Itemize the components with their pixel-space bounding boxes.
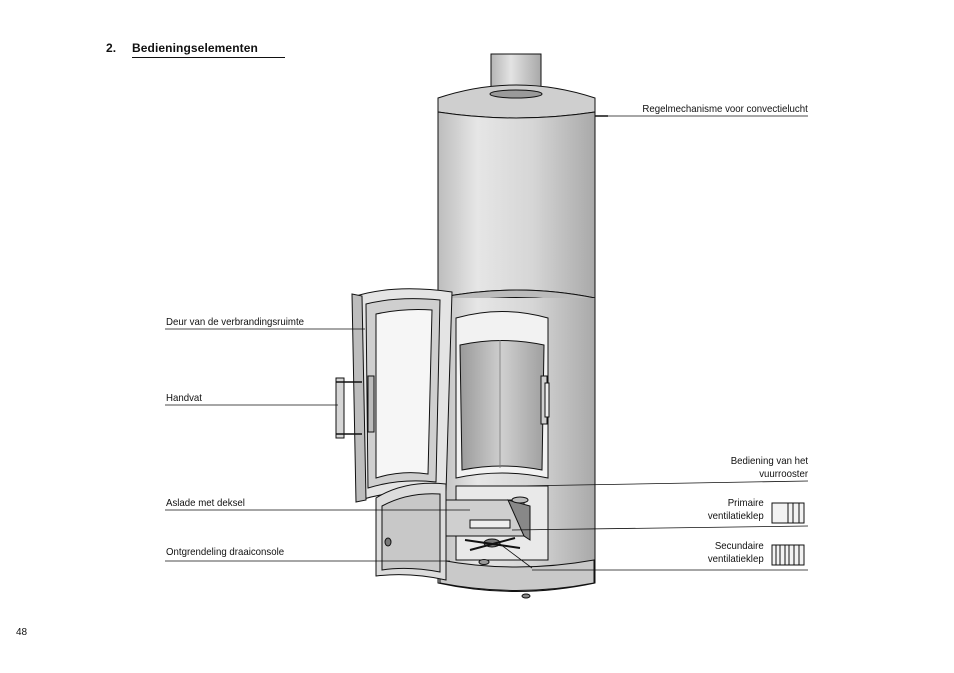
heading-underline <box>132 57 285 58</box>
stove-body <box>437 53 608 599</box>
label-release: Ontgrendeling draaiconsole <box>166 546 285 558</box>
label-handle: Handvat <box>166 392 202 404</box>
label-grate-line1: Bediening van het <box>730 455 808 467</box>
label-grate-control: Bediening van het vuurrooster <box>731 455 808 481</box>
secondary-valve-symbol <box>771 544 805 566</box>
page-number: 48 <box>16 627 28 638</box>
label-primary-line1: Primaire <box>728 497 764 509</box>
label-grate-line2: vuurrooster <box>759 468 808 480</box>
label-ash-drawer: Aslade met deksel <box>166 497 245 509</box>
label-secondary-line1: Secundaire <box>715 540 764 552</box>
label-secondary-line2: ventilatieklep <box>708 553 764 565</box>
door-glass <box>375 309 433 479</box>
door-handle <box>335 377 345 439</box>
base <box>439 559 595 591</box>
label-secondary-valve: Secundaire ventilatieklep <box>708 540 764 566</box>
leader-lines <box>165 115 809 571</box>
upper-cylinder <box>437 111 596 299</box>
label-primary-valve: Primaire ventilatieklep <box>708 497 764 523</box>
open-door <box>335 288 453 581</box>
label-combustion-door: Deur van de verbrandingsruimte <box>166 316 304 328</box>
primary-valve-symbol <box>771 502 805 524</box>
section-title: Bedieningselementen <box>132 41 258 55</box>
combustion-chamber <box>459 340 545 471</box>
label-primary-line2: ventilatieklep <box>708 510 764 522</box>
section-number: 2. <box>106 41 117 55</box>
section-heading: 2. Bedieningselementen <box>106 41 258 55</box>
label-convection-control: Regelmechanisme voor convectielucht <box>642 103 808 115</box>
